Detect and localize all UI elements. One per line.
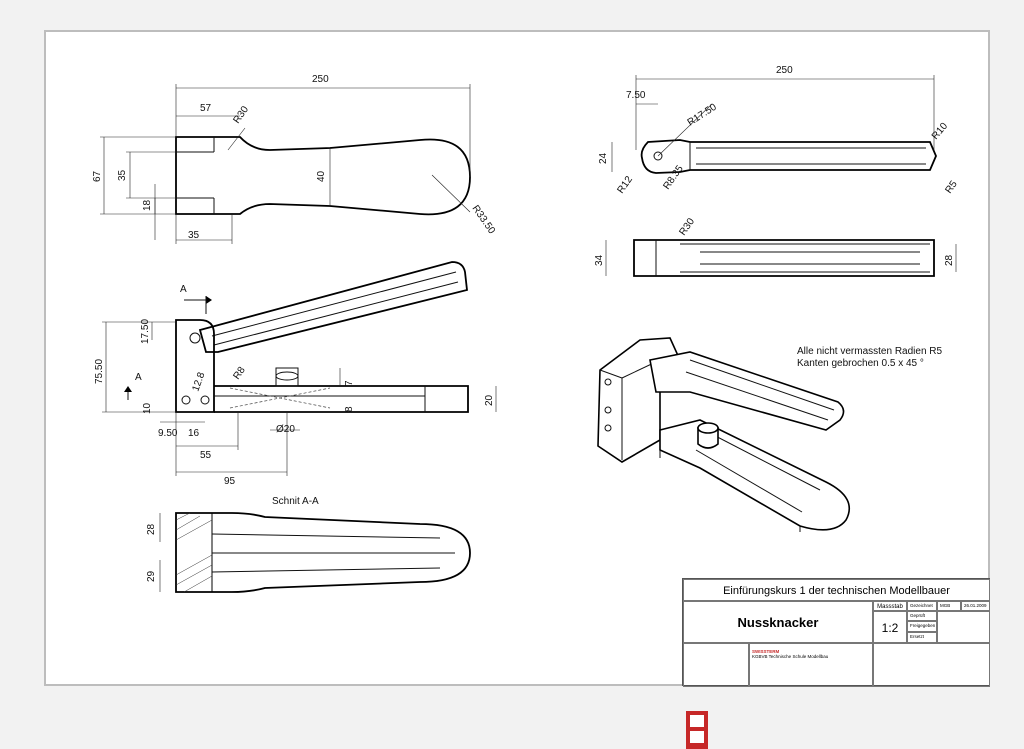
dim-28-section: 28 [146, 523, 157, 535]
note-radii: Alle nicht vermassten Radien R5 [797, 346, 943, 357]
isometric-view [597, 337, 851, 532]
section-label: Schnit A-A [272, 496, 319, 507]
note-edges: Kanten gebrochen 0.5 x 45 ° [797, 358, 924, 369]
course-title: Einfürungskurs 1 der technischen Modellb… [683, 579, 990, 601]
section-mark-a-top: A [180, 284, 187, 295]
dim-r17-50: R17.50 [686, 101, 719, 128]
field-lower-right [873, 643, 990, 687]
school-logo [686, 711, 708, 749]
dim-40: 40 [316, 170, 327, 182]
field-checked: Geprüft [907, 611, 937, 621]
side-view: A A 75.50 17.50 10 12.8 R8 9.50 16 55 95… [94, 261, 497, 487]
dim-250-right: 250 [776, 65, 793, 76]
dim-r8: R8 [231, 365, 248, 382]
field-replaced: Ersetzt [907, 632, 937, 643]
section-view: Schnit A-A 28 29 [146, 496, 471, 593]
field-author: MGB [937, 601, 961, 611]
top-view: 250 57 R30 67 35 18 40 35 R33.50 [92, 74, 497, 244]
dim-17-50: 17.50 [140, 319, 151, 344]
dim-34: 34 [594, 254, 605, 266]
scale-value: 1:2 [873, 611, 907, 643]
dim-r30: R30 [231, 104, 251, 126]
dim-28-right: 28 [944, 254, 955, 266]
dim-18: 18 [142, 199, 153, 211]
scale-label: Massstab [873, 601, 907, 611]
logo-box [683, 643, 749, 749]
dim-10: 10 [142, 402, 153, 414]
right-side-view: 34 R30 28 [594, 216, 957, 277]
school-name: KGBVB Technische Schule Modellbau [752, 654, 829, 659]
field-drawn: Gezeichnet [907, 601, 937, 611]
section-mark-a-left: A [135, 372, 142, 383]
field-blank [937, 611, 990, 643]
dim-dia-20: Ø20 [276, 424, 295, 435]
dim-r8-35: R8.35 [661, 163, 686, 192]
dim-57: 57 [200, 103, 212, 114]
field-date: 26.01.2009 [961, 601, 990, 611]
dim-29-section: 29 [146, 570, 157, 582]
dim-75-50: 75.50 [94, 359, 105, 384]
title-block: Einfürungskurs 1 der technischen Modellb… [682, 578, 990, 749]
technical-drawing: 250 57 R30 67 35 18 40 35 R33.50 [92, 65, 960, 593]
dim-250-top: 250 [312, 74, 329, 85]
dim-9-50: 9.50 [158, 428, 178, 439]
dim-67: 67 [92, 170, 103, 182]
dim-r33-50: R33.50 [470, 203, 498, 236]
school-tag: SWISSTERM [752, 649, 780, 654]
dim-r5: R5 [943, 179, 960, 196]
dim-12-8: 12.8 [190, 371, 207, 393]
drawing-name: Nussknacker [683, 601, 873, 643]
drawing-sheet [44, 30, 990, 686]
right-top-view: 250 7.50 R17.50 R10 24 R12 R8.35 R5 [598, 65, 960, 196]
dim-95: 95 [224, 476, 236, 487]
dim-35-v: 35 [117, 169, 128, 181]
field-released: Freigegeben [907, 621, 937, 632]
dim-r12: R12 [615, 174, 635, 196]
school-info: SWISSTERM KGBVB Technische Schule Modell… [749, 643, 873, 687]
dim-r30-right: R30 [677, 216, 697, 238]
dim-7-50: 7.50 [626, 90, 646, 101]
dim-55: 55 [200, 450, 212, 461]
dim-r10: R10 [930, 120, 951, 141]
dim-8: 8 [344, 406, 355, 412]
dim-35-h: 35 [188, 230, 200, 241]
dim-20-side: 20 [484, 394, 495, 406]
dim-7: 7 [344, 380, 355, 386]
dim-24: 24 [598, 152, 609, 164]
dim-16: 16 [188, 428, 200, 439]
